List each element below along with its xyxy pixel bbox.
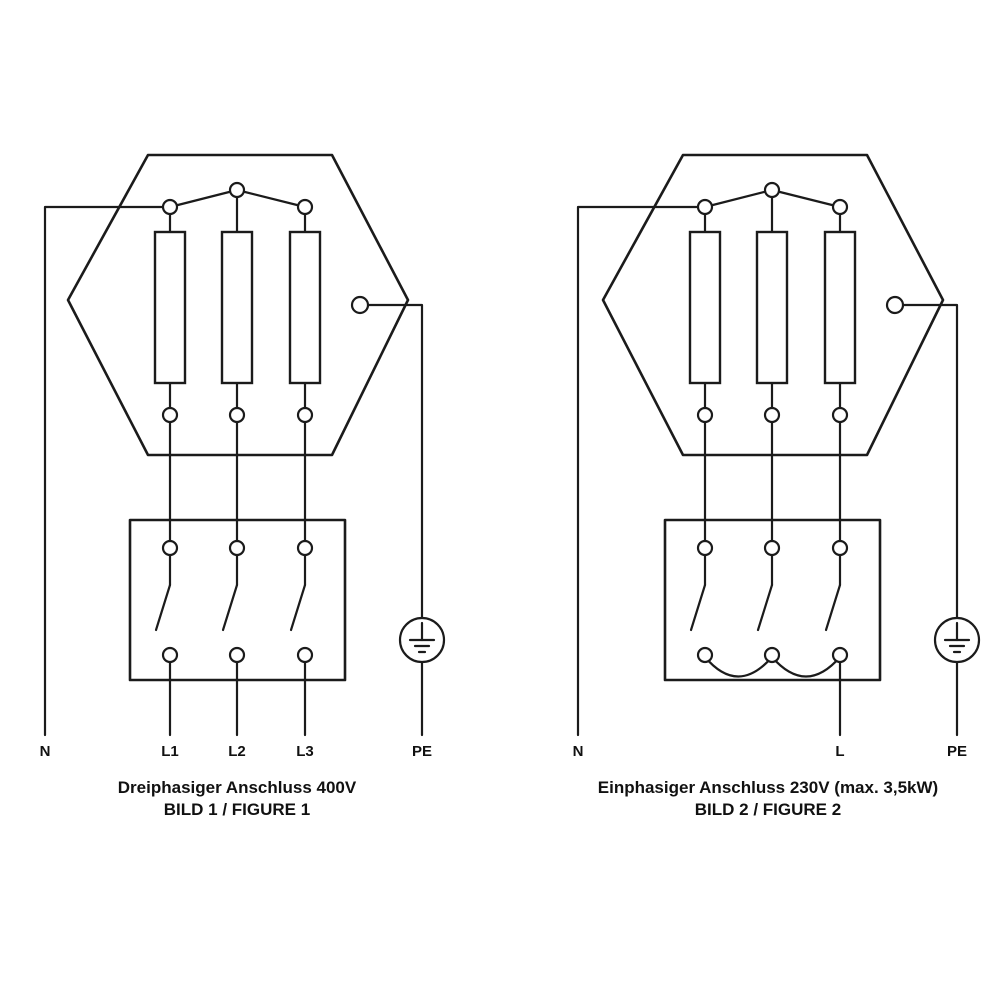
switch-bottom-node-1: [161, 646, 179, 664]
terminal-label-l3: L3: [296, 743, 314, 760]
diagram-single-phase: N L PE Einphasiger Anschluss 230V (max. …: [573, 153, 981, 819]
terminal-label-l1: L1: [161, 743, 179, 760]
pe-housing-node: [885, 295, 905, 315]
terminal-label-pe: PE: [412, 743, 432, 760]
heating-element-3: [823, 230, 857, 385]
switch-bottom-node-2: [763, 646, 781, 664]
element-bottom-node-3: [296, 406, 314, 424]
star-point-node: [763, 181, 781, 199]
element-top-node-1: [161, 198, 179, 216]
neutral-wire: [576, 205, 707, 737]
switch-blade: [154, 583, 172, 632]
earth-ground-symbol: [933, 616, 981, 664]
heating-element-1: [688, 230, 722, 385]
diagram-caption: Einphasiger Anschluss 230V (max. 3,5kW): [598, 778, 938, 797]
heating-element-1: [153, 230, 187, 385]
diagram-figure-label: BILD 2 / FIGURE 2: [695, 800, 841, 819]
switch-blade: [824, 583, 842, 632]
element-bottom-node-1: [161, 406, 179, 424]
element-bottom-node-2: [763, 406, 781, 424]
switch-top-node-3: [296, 539, 314, 557]
star-point-node: [228, 181, 246, 199]
terminal-label-n: N: [573, 743, 584, 760]
heating-element-2: [220, 230, 254, 385]
bridge-link-1-2: [703, 655, 774, 678]
terminal-label-l: L: [835, 743, 844, 760]
diagram-three-phase: N L1 L2 L3 PE Dreiphasiger Anschluss 400…: [40, 153, 446, 819]
switch-l1: [154, 548, 172, 737]
switch-bottom-node-1: [696, 646, 714, 664]
heating-element-2: [755, 230, 789, 385]
switch-bottom-node-3: [831, 646, 849, 664]
element-bottom-node-2: [228, 406, 246, 424]
switch-box: [663, 518, 882, 682]
switch-top-node-2: [228, 539, 246, 557]
diagram-caption: Dreiphasiger Anschluss 400V: [118, 778, 357, 797]
switch-bottom-node-2: [228, 646, 246, 664]
pe-housing-node: [350, 295, 370, 315]
neutral-wire: [43, 205, 172, 737]
pe-wire: [360, 303, 424, 620]
switch-1: [689, 548, 707, 632]
switch-bottom-node-3: [296, 646, 314, 664]
switch-blade: [689, 583, 707, 632]
switch-2: [756, 548, 774, 632]
switch-blade: [756, 583, 774, 632]
element-top-node-3: [831, 198, 849, 216]
element-bottom-node-3: [831, 406, 849, 424]
switch-3: [824, 548, 842, 737]
diagram-figure-label: BILD 1 / FIGURE 1: [164, 800, 310, 819]
switch-blade: [221, 583, 239, 632]
terminal-label-pe: PE: [947, 743, 967, 760]
heating-element-3: [288, 230, 322, 385]
terminal-label-l2: L2: [228, 743, 246, 760]
switch-top-node-3: [831, 539, 849, 557]
pe-wire: [895, 303, 959, 620]
bridge-link-2-3: [770, 655, 842, 678]
element-top-node-3: [296, 198, 314, 216]
heater-housing-outline: [66, 153, 410, 457]
switch-top-node-1: [161, 539, 179, 557]
switch-l3: [289, 548, 307, 737]
element-top-node-1: [696, 198, 714, 216]
earth-ground-symbol: [398, 616, 446, 664]
heater-housing-outline: [601, 153, 945, 457]
switch-top-node-1: [696, 539, 714, 557]
switch-l2: [221, 548, 239, 737]
switch-blade: [289, 583, 307, 632]
switch-top-node-2: [763, 539, 781, 557]
terminal-label-n: N: [40, 743, 51, 760]
element-bottom-node-1: [696, 406, 714, 424]
